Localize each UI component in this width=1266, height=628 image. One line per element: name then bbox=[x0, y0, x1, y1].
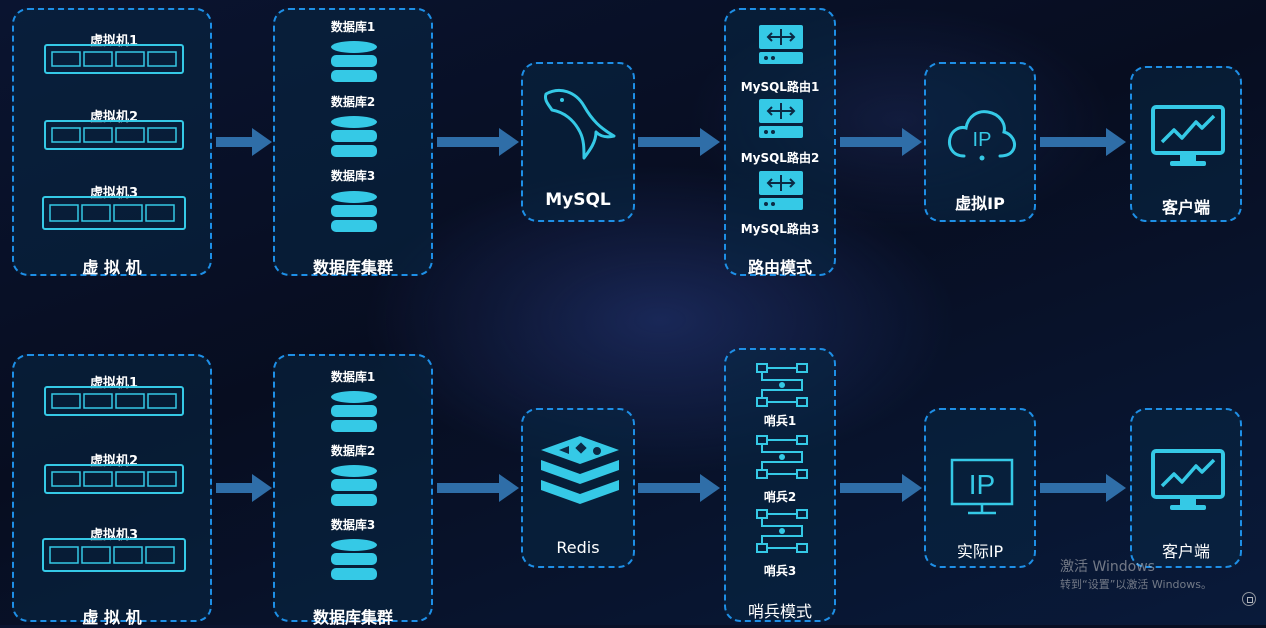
flow-arrow bbox=[840, 474, 922, 502]
server-rack-icon bbox=[44, 44, 184, 74]
sentinel-mode-box: 哨兵1 哨兵2 哨兵3 哨兵模式 bbox=[724, 348, 836, 622]
db-label: 数据库1 bbox=[330, 370, 376, 384]
client-box: 客户端 bbox=[1130, 66, 1242, 222]
flow-arrow bbox=[638, 474, 720, 502]
database-icon bbox=[331, 465, 377, 506]
vm-group-box: 虚拟机1 虚拟机2 虚拟机3 虚 拟 机 bbox=[12, 8, 212, 277]
server-rack-icon bbox=[44, 464, 184, 494]
db-label: 数据库3 bbox=[330, 169, 376, 183]
vm-group-box: 虚拟机1 虚拟机2 虚拟机3 虚 拟 机 bbox=[12, 354, 212, 627]
db-cluster-box: 数据库1 数据库2 数据库3 数据库集群 bbox=[273, 354, 433, 627]
sentinel-label: 哨兵3 bbox=[763, 564, 797, 578]
db-cluster-title: 数据库集群 bbox=[312, 258, 393, 277]
virtual-ip-box: IP 虚拟IP bbox=[924, 62, 1036, 222]
router-label: MySQL路由1 bbox=[740, 80, 820, 94]
server-rack-icon bbox=[42, 538, 186, 572]
router-mode-title: 路由模式 bbox=[747, 258, 812, 277]
database-icon bbox=[331, 539, 377, 580]
flow-arrow bbox=[216, 128, 272, 156]
db-label: 数据库2 bbox=[330, 444, 376, 458]
database-icon bbox=[331, 391, 377, 432]
flow-arrow bbox=[1040, 128, 1126, 156]
mysql-engine-box: MySQL bbox=[521, 62, 635, 222]
windows-activation-hint: 转到“设置”以激活 Windows。 bbox=[1060, 578, 1212, 591]
sentinel-mode-title: 哨兵模式 bbox=[747, 602, 812, 621]
router-icon bbox=[759, 99, 803, 138]
router-icon bbox=[759, 25, 803, 64]
flow-arrow bbox=[638, 128, 720, 156]
flow-arrow bbox=[840, 128, 922, 156]
client-label: 客户端 bbox=[1161, 542, 1210, 561]
sentinel-label: 哨兵1 bbox=[763, 414, 797, 428]
redis-engine-label: Redis bbox=[556, 538, 600, 557]
svg-text:IP: IP bbox=[969, 469, 995, 500]
vm-group-title: 虚 拟 机 bbox=[82, 608, 142, 627]
sentinel-network-icon bbox=[756, 363, 808, 407]
db-cluster-box: 数据库1 数据库2 数据库3 数据库集群 bbox=[273, 8, 433, 277]
flow-arrow bbox=[437, 474, 519, 502]
flow-arrow bbox=[437, 128, 519, 156]
redis-engine-box: Redis bbox=[521, 408, 635, 568]
router-label: MySQL路由2 bbox=[740, 151, 820, 165]
database-icon bbox=[331, 116, 377, 157]
router-mode-box: MySQL路由1 MySQL路由2 MySQL路由3 路由模式 bbox=[724, 8, 836, 277]
client-label: 客户端 bbox=[1161, 198, 1210, 217]
monitor-chart-icon bbox=[1151, 449, 1225, 510]
flow-arrow bbox=[216, 474, 272, 502]
cloud-ip-icon: IP bbox=[948, 110, 1016, 161]
mysql-engine-label: MySQL bbox=[545, 190, 611, 210]
sentinel-label: 哨兵2 bbox=[763, 490, 797, 504]
redis-stack-icon bbox=[541, 436, 619, 504]
vm-group-title: 虚 拟 机 bbox=[82, 258, 142, 277]
svg-text:IP: IP bbox=[973, 129, 992, 151]
sentinel-network-icon bbox=[756, 435, 808, 479]
server-rack-icon bbox=[44, 120, 184, 150]
server-rack-icon bbox=[42, 196, 186, 230]
windows-activation-title: 激活 Windows bbox=[1060, 559, 1155, 575]
real-ip-label: 实际IP bbox=[956, 542, 1004, 561]
db-cluster-title: 数据库集群 bbox=[312, 608, 393, 627]
server-rack-icon bbox=[44, 386, 184, 416]
client-box: 客户端 bbox=[1130, 408, 1242, 568]
corner-square-icon[interactable] bbox=[1242, 592, 1256, 606]
database-icon bbox=[331, 191, 377, 232]
virtual-ip-label: 虚拟IP bbox=[955, 194, 1005, 213]
ip-monitor-icon: IP bbox=[950, 458, 1014, 515]
db-label: 数据库2 bbox=[330, 95, 376, 109]
real-ip-box: IP 实际IP bbox=[924, 408, 1036, 568]
database-icon bbox=[331, 41, 377, 82]
mysql-dolphin-icon bbox=[544, 89, 616, 160]
router-label: MySQL路由3 bbox=[740, 222, 820, 236]
db-label: 数据库1 bbox=[330, 20, 376, 34]
router-icon bbox=[759, 171, 803, 210]
monitor-chart-icon bbox=[1151, 105, 1225, 166]
flow-arrow bbox=[1040, 474, 1126, 502]
db-label: 数据库3 bbox=[330, 518, 376, 532]
sentinel-network-icon bbox=[756, 509, 808, 553]
